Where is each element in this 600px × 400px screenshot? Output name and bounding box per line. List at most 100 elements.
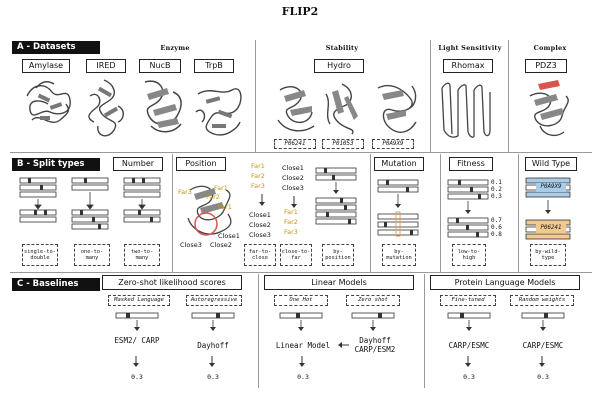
fitness-value-bottom-1: 0.7 [491, 217, 502, 224]
close-list-b-2: Close2 [282, 174, 304, 182]
zero-shot-value-1: 0.3 [131, 373, 143, 381]
zero-shot-autoregressive: Autoregressive [186, 295, 242, 306]
dataset-ired[interactable]: IRED [86, 59, 126, 73]
category-complex: Complex [533, 44, 567, 52]
trpb-structure-image [195, 88, 242, 136]
linear-zero-shot: Zero shot [346, 295, 400, 306]
fitness-value-top-3: 0.3 [491, 193, 502, 200]
label-by-position: by-position [322, 244, 354, 266]
protein-id-3: P0A9X9 [372, 139, 414, 149]
far-list-b-1: Far1 [284, 208, 298, 216]
far-list-b-3: Far3 [284, 228, 298, 236]
zero-shot-input-icon [351, 312, 395, 331]
zero-shot-value-2: 0.3 [207, 373, 219, 381]
label-far-to-close: far-to-close [244, 244, 276, 266]
wt-id-2: P06241 [536, 224, 566, 233]
hydro-structure-image-2 [325, 83, 358, 135]
divider [255, 40, 256, 152]
arrow-down-icon [291, 196, 297, 208]
divider [430, 40, 431, 152]
divider [508, 40, 509, 152]
figure-title: FLIP2 [281, 5, 319, 18]
split-wild-type[interactable]: Wild Type [525, 157, 577, 171]
wt-id-1: P0A9X9 [536, 183, 566, 192]
label-close-to-far: close-to-far [280, 244, 312, 266]
category-enzyme: Enzyme [160, 44, 190, 52]
structure-label-far3: Far3 [178, 188, 192, 196]
section-divider [10, 272, 592, 273]
section-c-header: C - Baselines [12, 278, 100, 291]
arrow-down-icon [209, 356, 215, 367]
dataset-trpb[interactable]: TrpB [194, 59, 234, 73]
split-position[interactable]: Position [176, 157, 226, 171]
divider [370, 154, 371, 272]
baseline-protein-language-models[interactable]: Protein Language Models [430, 275, 580, 290]
section-a-header: A - Datasets [12, 41, 100, 54]
category-light-sensitivity: Light Sensitivity [438, 44, 502, 52]
baseline-linear-models[interactable]: Linear Models [264, 275, 414, 290]
fine-tuned-sequence-icon [447, 312, 491, 331]
random-weights-sequence-icon [521, 312, 565, 331]
hydro-structure-image-3 [377, 84, 417, 133]
zero-shot-masked-language: Masked Language [108, 295, 170, 306]
divider [424, 274, 425, 388]
dataset-nucb[interactable]: NucB [139, 59, 181, 73]
label-one-to-many: one-to-many [74, 244, 110, 266]
section-divider [10, 152, 592, 153]
plm-random-weights: Random weights [510, 295, 574, 306]
by-position-schematic [315, 167, 357, 225]
arrow-left-icon [338, 342, 349, 348]
structure-label-close2: Close2 [210, 241, 232, 249]
label-low-to-high: low-to-high [452, 244, 486, 266]
split-fitness[interactable]: Fitness [449, 157, 493, 171]
plm-value-1: 0.3 [463, 373, 475, 381]
close-list-b-3: Close3 [282, 184, 304, 192]
close-list-b-1: Close1 [282, 164, 304, 172]
fitness-value-bottom-3: 0.8 [491, 231, 502, 238]
number-split-schematic [19, 177, 161, 230]
ired-structure-image [88, 79, 124, 137]
zero-shot-sequence-icon [115, 312, 159, 331]
linear-one-hot: One Hot [274, 295, 328, 306]
label-by-wild-type: by-wild-type [530, 244, 566, 266]
dataset-rhomax[interactable]: Rhomax [443, 59, 493, 73]
mutation-split-schematic [377, 179, 419, 237]
far-list-2: Far2 [251, 172, 265, 180]
close-list-1: Close1 [249, 211, 271, 219]
divider [258, 274, 259, 388]
far-list-3: Far3 [251, 182, 265, 190]
split-mutation[interactable]: Mutation [374, 157, 424, 171]
plm-fine-tuned: Fine-tuned [440, 295, 496, 306]
hydro-structure-image-1 [277, 86, 315, 132]
close-list-2: Close2 [249, 221, 271, 229]
fitness-value-top-2: 0.2 [491, 186, 502, 193]
arrow-down-icon [259, 194, 265, 206]
divider [440, 154, 441, 272]
category-stability: Stability [325, 44, 359, 52]
dataset-amylase[interactable]: Amylase [22, 59, 70, 73]
structure-label-far1: Far1 [214, 184, 228, 192]
arrow-down-icon [465, 356, 471, 367]
nucb-structure-image [144, 80, 182, 133]
label-single-to-double: single-to-double [22, 244, 58, 266]
method-carp-esmc-random: CARP/ESMC [522, 341, 564, 350]
protein-id-2: P01053 [322, 139, 364, 149]
arrow-down-icon [299, 356, 305, 367]
linear-value-1: 0.3 [297, 373, 309, 381]
structure-label-far1b: Far1 [218, 203, 232, 211]
close-list-3: Close3 [249, 231, 271, 239]
fitness-split-schematic [447, 179, 489, 238]
dataset-pdz3[interactable]: PDZ3 [525, 59, 567, 73]
pdz3-structure-image [529, 80, 569, 137]
method-esm2-carp: ESM2/ CARP [114, 336, 160, 345]
split-number[interactable]: Number [113, 157, 163, 171]
rhomax-structure-image [441, 82, 491, 138]
divider [172, 154, 173, 272]
arrow-down-icon [133, 356, 139, 367]
method-linear-model: Linear Model [275, 341, 331, 350]
amylase-structure-image [26, 81, 71, 123]
baseline-zero-shot[interactable]: Zero-shot likelihood scores [102, 275, 242, 290]
arrow-down-icon [539, 356, 545, 367]
divider [518, 154, 519, 272]
dataset-hydro[interactable]: Hydro [314, 59, 364, 73]
